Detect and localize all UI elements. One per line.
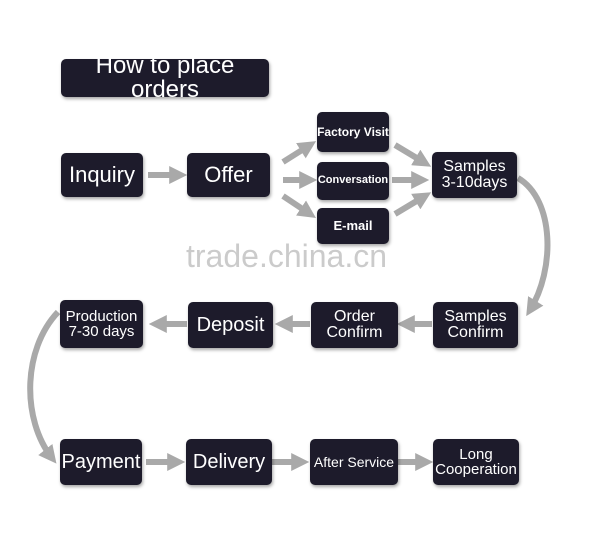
arrow-email-samples xyxy=(393,192,432,217)
page-title: How to place orders xyxy=(61,53,269,102)
arrow-samples-to-samples-confirm xyxy=(516,175,551,317)
step-long-cooperation: Long Cooperation xyxy=(433,439,519,485)
step-inquiry: Inquiry xyxy=(61,153,143,197)
step-samples-confirm: Samples Confirm xyxy=(433,302,518,348)
step-delivery: Delivery xyxy=(186,439,272,485)
step-conversation: Conversation xyxy=(317,162,389,200)
page-title-text: How to place orders xyxy=(95,51,235,103)
arrow-offer-email xyxy=(281,193,316,218)
step-offer: Offer xyxy=(187,153,270,197)
watermark: trade.china.cn xyxy=(186,238,388,274)
step-samples: Samples 3-10days xyxy=(432,152,517,198)
step-deposit: Deposit xyxy=(188,302,273,348)
step-payment: Payment xyxy=(60,439,142,485)
step-factory-visit: Factory Visit xyxy=(317,112,389,152)
arrow-offer-factory xyxy=(281,141,317,165)
arrow-production-to-payment xyxy=(27,309,61,464)
arrow-factory-samples xyxy=(393,142,432,167)
step-after-service: After Service xyxy=(310,439,398,485)
step-email: E-mail xyxy=(317,208,389,244)
step-production: Production 7-30 days xyxy=(60,300,143,348)
step-order-confirm: Order Confirm xyxy=(311,302,398,348)
